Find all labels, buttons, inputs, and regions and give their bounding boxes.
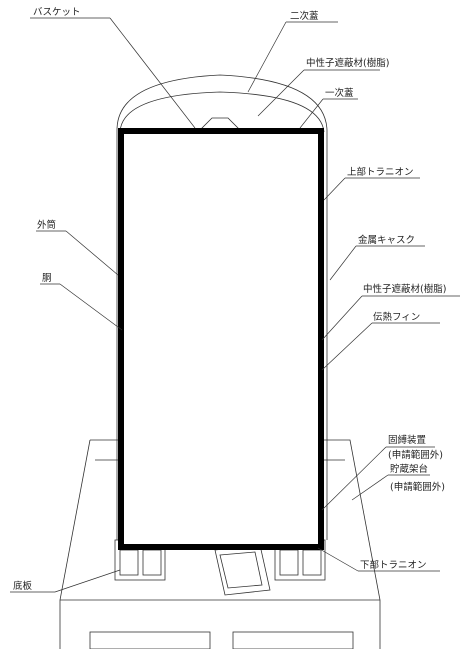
label-storage-frame-note: (申請範囲外) [390,481,445,493]
label-heat-transfer-fin: 伝熱フィン [373,311,420,323]
labels: バスケット 二次蓋 中性子遮蔽材(樹脂) 一次蓋 上部トラニオン 外筒 金属キャ… [13,7,446,592]
label-body: 胴 [42,273,52,284]
label-primary-lid: 一次蓋 [325,87,354,99]
label-bottom-plate: 底板 [13,580,33,592]
label-neutron-shield-top: 中性子遮蔽材(樹脂) [306,57,389,69]
label-fixing-device: 固縛装置 [388,434,426,446]
label-metal-cask: 金属キャスク [358,234,415,246]
leader-lines [10,17,460,593]
occlusion-box [118,128,324,550]
label-lower-trunnion: 下部トラニオン [360,559,427,571]
label-basket: バスケット [33,7,81,18]
label-outer-cylinder: 外筒 [37,219,56,231]
label-fixing-device-note: (申請範囲外) [388,449,443,461]
label-secondary-lid: 二次蓋 [290,10,319,22]
label-neutron-shield-side: 中性子遮蔽材(樹脂) [363,283,446,295]
label-storage-frame: 貯蔵架台 [390,463,428,475]
label-upper-trunnion: 上部トラニオン [347,166,414,178]
